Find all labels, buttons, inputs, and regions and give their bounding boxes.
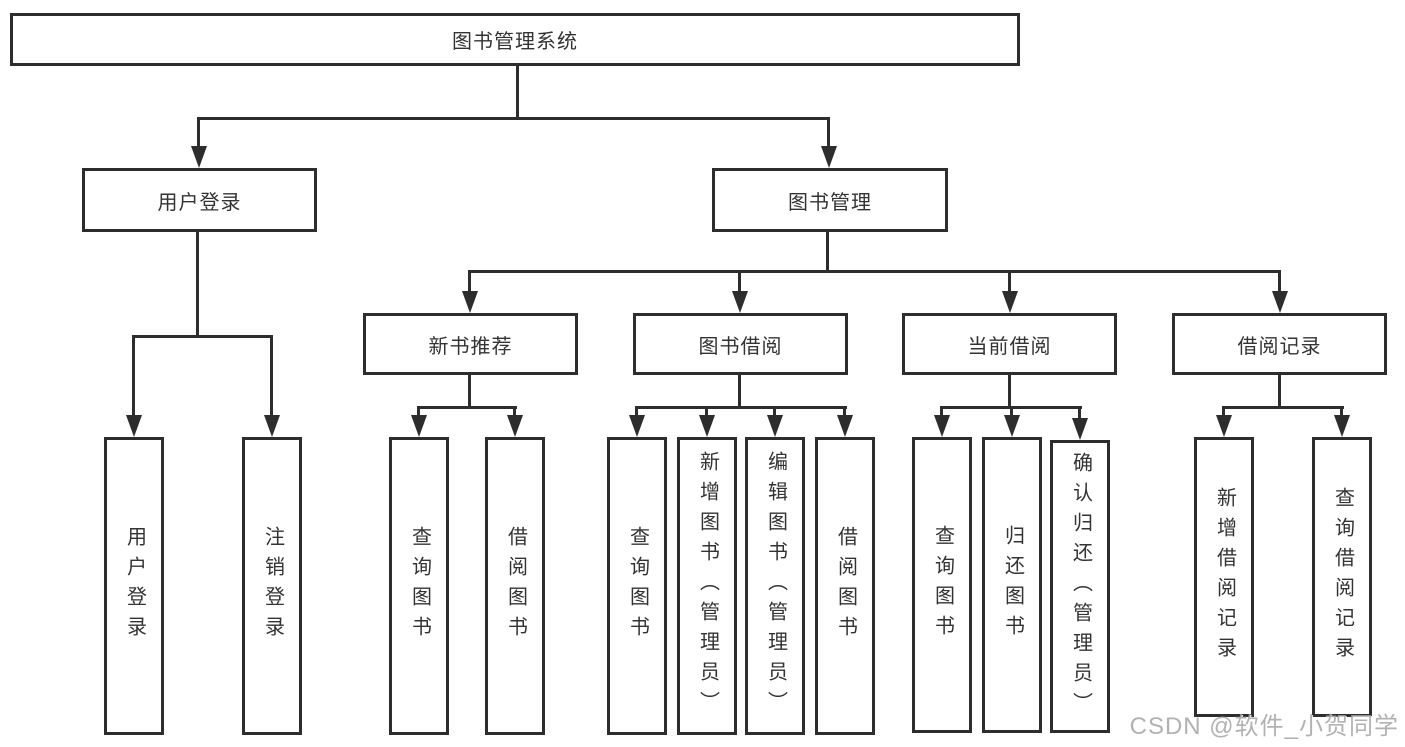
leaf-user-login-label: 用户登录 <box>123 526 146 646</box>
connector-line <box>826 232 829 270</box>
connector-line <box>196 232 199 335</box>
connector-line <box>468 375 471 406</box>
connector-line <box>705 406 708 418</box>
node-book-borrowing: 图书借阅 <box>633 313 848 375</box>
leaf-borrow-query-book: 查询图书 <box>607 437 667 735</box>
node-root: 图书管理系统 <box>10 13 1020 66</box>
connector-line <box>516 66 519 117</box>
node-book-management: 图书管理 <box>712 168 948 232</box>
connector-line <box>773 406 776 418</box>
node-book-management-label: 图书管理 <box>788 191 872 214</box>
csdn-watermark: CSDN @软件_小贺同学 <box>1129 713 1399 740</box>
connector-line <box>738 375 741 406</box>
connector-line <box>132 335 135 417</box>
arrow-down-icon <box>732 291 748 313</box>
arrow-down-icon <box>126 415 142 437</box>
connector-line <box>635 406 847 409</box>
connector-line <box>1340 406 1343 418</box>
leaf-current-query-book: 查询图书 <box>912 437 972 733</box>
leaf-edit-book-admin: 编辑图书（管理员） <box>745 437 805 735</box>
connector-line <box>197 117 830 120</box>
leaf-logout: 注销登录 <box>242 437 302 735</box>
arrow-down-icon <box>699 415 715 437</box>
node-current-borrowing-label: 当前借阅 <box>967 335 1052 358</box>
leaf-confirm-return-admin: 确认归还（管理员） <box>1050 440 1110 733</box>
connector-line <box>1008 270 1011 293</box>
node-user-login-label: 用户登录 <box>157 191 242 214</box>
arrow-down-icon <box>837 415 853 437</box>
connector-line <box>468 270 1281 273</box>
connector-line <box>827 117 830 148</box>
leaf-query-borrow-record: 查询借阅记录 <box>1312 437 1372 717</box>
node-new-book-recommend-label: 新书推荐 <box>428 335 513 358</box>
node-new-book-recommend: 新书推荐 <box>363 313 578 375</box>
leaf-return-book-label: 归还图书 <box>1001 525 1024 645</box>
connector-line <box>1010 406 1013 418</box>
arrow-down-icon <box>507 415 523 437</box>
leaf-recommend-query-book-label: 查询图书 <box>408 526 431 646</box>
connector-line <box>197 117 200 148</box>
connector-line <box>513 406 516 418</box>
arrow-down-icon <box>1272 291 1288 313</box>
leaf-borrow-query-book-label: 查询图书 <box>626 526 649 646</box>
leaf-add-borrow-record: 新增借阅记录 <box>1194 437 1254 717</box>
leaf-recommend-borrow-book-label: 借阅图书 <box>504 526 527 646</box>
connector-line <box>1078 406 1081 418</box>
arrow-down-icon <box>264 415 280 437</box>
leaf-borrow-book: 借阅图书 <box>815 437 875 735</box>
node-borrowing-records: 借阅记录 <box>1172 313 1387 375</box>
arrow-down-icon <box>934 415 950 437</box>
connector-line <box>635 406 638 418</box>
leaf-recommend-query-book: 查询图书 <box>389 437 449 735</box>
leaf-borrow-book-label: 借阅图书 <box>834 526 857 646</box>
arrow-down-icon <box>1334 415 1350 437</box>
leaf-add-book-admin-label: 新增图书（管理员） <box>696 451 719 721</box>
connector-line <box>1222 406 1344 409</box>
connector-line <box>1278 375 1281 406</box>
connector-line <box>270 335 273 417</box>
node-borrowing-records-label: 借阅记录 <box>1237 335 1322 358</box>
arrow-down-icon <box>1002 291 1018 313</box>
arrow-down-icon <box>1072 418 1088 440</box>
arrow-down-icon <box>462 291 478 313</box>
connector-line <box>940 406 943 418</box>
node-root-label: 图书管理系统 <box>452 31 578 53</box>
arrow-down-icon <box>629 415 645 437</box>
arrow-down-icon <box>1004 415 1020 437</box>
connector-line <box>417 406 420 418</box>
arrow-down-icon <box>411 415 427 437</box>
leaf-user-login: 用户登录 <box>104 437 164 735</box>
connector-line <box>468 270 471 293</box>
leaf-confirm-return-admin-label: 确认归还（管理员） <box>1069 451 1092 722</box>
leaf-current-query-book-label: 查询图书 <box>931 525 954 645</box>
connector-line <box>132 335 273 338</box>
leaf-logout-label: 注销登录 <box>261 526 284 646</box>
connector-line <box>738 270 741 293</box>
node-user-login: 用户登录 <box>82 168 317 232</box>
connector-line <box>1278 270 1281 293</box>
leaf-query-borrow-record-label: 查询借阅记录 <box>1331 487 1354 667</box>
connector-line <box>417 406 517 409</box>
node-book-borrowing-label: 图书借阅 <box>698 335 783 358</box>
leaf-add-book-admin: 新增图书（管理员） <box>677 437 737 735</box>
arrow-down-icon <box>1216 415 1232 437</box>
connector-line <box>1008 375 1011 406</box>
leaf-return-book: 归还图书 <box>982 437 1042 733</box>
arrow-down-icon <box>821 146 837 168</box>
leaf-recommend-borrow-book: 借阅图书 <box>485 437 545 735</box>
connector-line <box>1222 406 1225 418</box>
connector-line <box>843 406 846 418</box>
leaf-edit-book-admin-label: 编辑图书（管理员） <box>764 451 787 721</box>
node-current-borrowing: 当前借阅 <box>902 313 1117 375</box>
leaf-add-borrow-record-label: 新增借阅记录 <box>1213 487 1236 667</box>
arrow-down-icon <box>191 146 207 168</box>
arrow-down-icon <box>767 415 783 437</box>
